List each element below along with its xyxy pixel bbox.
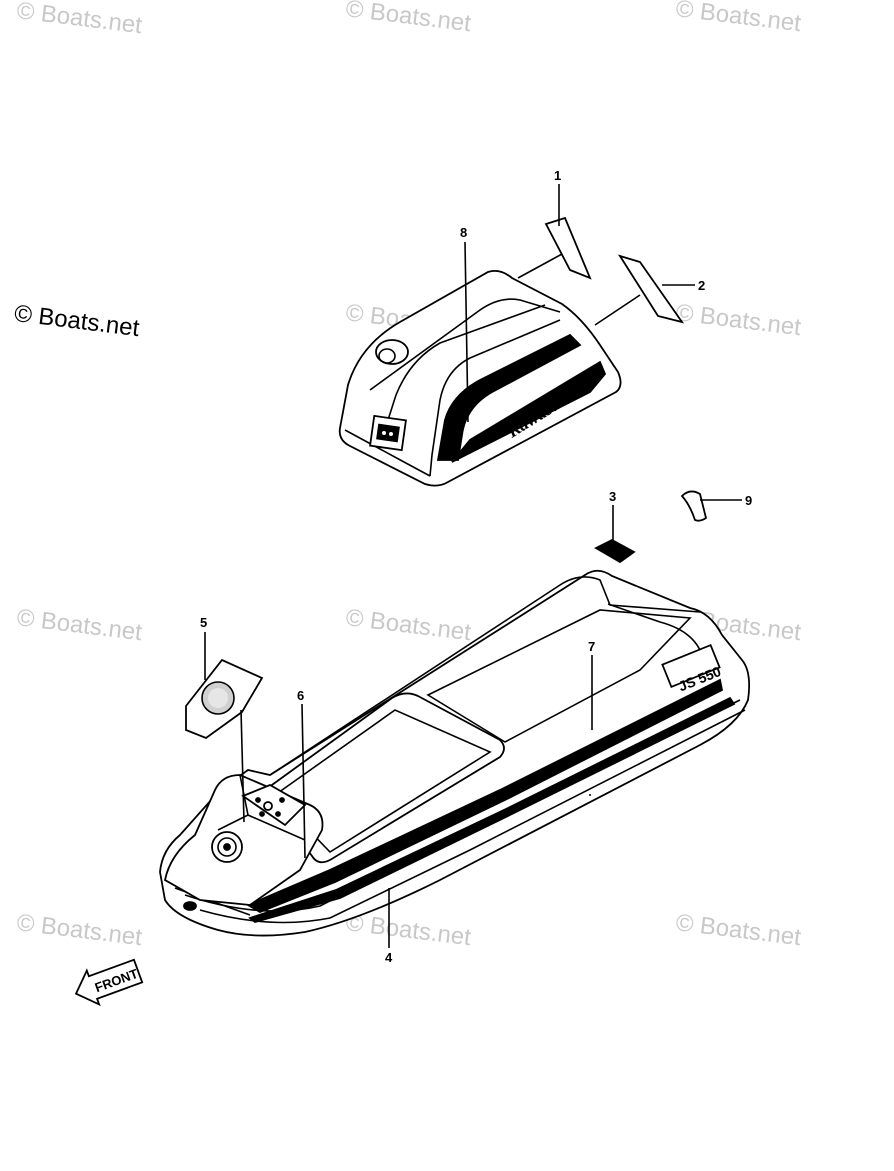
hull: JS 550 bbox=[159, 569, 751, 937]
callout-5: 5 bbox=[200, 615, 207, 630]
nose-panel bbox=[241, 784, 307, 827]
callout-1: 1 bbox=[554, 168, 561, 183]
decal-3 bbox=[594, 538, 636, 564]
watermark-5: © Boats.net bbox=[674, 299, 802, 341]
callout-8: 8 bbox=[460, 225, 467, 240]
callout-6: 6 bbox=[297, 688, 304, 703]
watermark-9: © Boats.net bbox=[15, 909, 143, 951]
watermark-1: © Boats.net bbox=[15, 0, 143, 39]
callout-3: 3 bbox=[609, 489, 616, 504]
engine-hood: Kawasaki bbox=[338, 269, 622, 487]
watermark-2: © Boats.net bbox=[344, 0, 472, 37]
decal-9 bbox=[680, 490, 708, 522]
decal-5 bbox=[185, 658, 264, 740]
watermark-3: © Boats.net bbox=[674, 0, 802, 37]
vent-knob bbox=[375, 339, 409, 365]
watermark-6: © Boats.net bbox=[15, 604, 143, 646]
leader-lines bbox=[204, 184, 742, 948]
callout-4: 4 bbox=[385, 950, 393, 965]
callout-7: 7 bbox=[588, 639, 595, 654]
decal-1 bbox=[544, 216, 592, 280]
watermark-10: © Boats.net bbox=[344, 909, 472, 951]
model-badge bbox=[661, 643, 721, 689]
watermark-7: © Boats.net bbox=[344, 604, 472, 646]
watermark-11: © Boats.net bbox=[674, 909, 802, 951]
front-arrow: FRONT bbox=[74, 958, 144, 1007]
callout-9: 9 bbox=[745, 493, 752, 508]
callout-2: 2 bbox=[698, 278, 705, 293]
decal-2 bbox=[617, 254, 685, 324]
callouts: 1 2 3 4 5 6 7 8 9 bbox=[200, 168, 752, 965]
